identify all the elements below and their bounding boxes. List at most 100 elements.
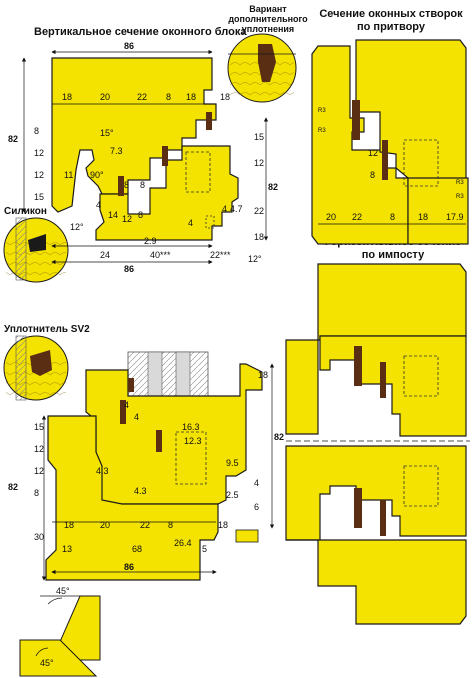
mullion-lower-sash xyxy=(286,539,467,625)
dim-bot-22: 22 xyxy=(140,520,150,530)
sash-meeting-section xyxy=(311,39,469,245)
variant-line-3: уплотнения xyxy=(241,24,295,34)
dim-bot-h18: 18 xyxy=(258,370,268,380)
dim-bot-68: 68 xyxy=(132,544,142,554)
dim-bot-20: 20 xyxy=(100,520,110,530)
dimension-lines xyxy=(21,49,466,581)
hardware-groove-top xyxy=(185,151,211,193)
dim-top-15b: 15 xyxy=(254,132,264,142)
dim-angle-45a: 45° xyxy=(56,586,70,596)
bottom-dimension-labels: 18 4 4 16.3 12.3 15 12 12 8 82 4.3 4.3 9… xyxy=(8,370,284,572)
dim-top-a15: 15° xyxy=(100,128,114,138)
angle-detail xyxy=(19,595,101,677)
dim-angle-45b: 45° xyxy=(40,658,54,668)
dim-bot-h30: 30 xyxy=(34,532,44,542)
dim-bot-h12a: 12 xyxy=(34,444,44,454)
dim-top-86b: 86 xyxy=(124,264,134,274)
horizontal-title-line-2: по импосту xyxy=(361,249,425,261)
dim-bot-18a: 18 xyxy=(64,520,74,530)
dim-bot-5: 5 xyxy=(202,544,207,554)
dim-bot-4a: 4 xyxy=(124,400,129,410)
dim-top-82b: 82 xyxy=(268,182,278,192)
dim-top-8: 8 xyxy=(166,92,171,102)
dim-top-h15: 15 xyxy=(34,192,44,202)
dim-bot-163: 16.3 xyxy=(182,422,200,432)
dim-bot-43a: 4.3 xyxy=(96,466,109,476)
dim-top-a12a: 12° xyxy=(70,222,84,232)
sash-right-lower xyxy=(407,177,469,245)
dim-top-12d: 12 xyxy=(254,158,264,168)
seal-top-1 xyxy=(162,146,168,166)
dim-top-20: 20 xyxy=(100,92,110,102)
dim-top-14: 14 xyxy=(108,210,118,220)
dim-top-86: 86 xyxy=(124,41,134,51)
lower-frame-profile xyxy=(95,145,239,241)
dim-bot-h12b: 12 xyxy=(34,466,44,476)
hardware-groove-small xyxy=(205,215,215,229)
dim-top-47: 4.7 xyxy=(230,204,243,214)
mullion-top-profile xyxy=(319,335,467,437)
dim-top-8b: 8 xyxy=(140,180,145,190)
dim-top-h12b: 12 xyxy=(34,170,44,180)
dim-sash-h8: 8 xyxy=(370,170,375,180)
dim-bot-h82: 82 xyxy=(8,482,18,492)
dim-sash-r3b: R3 xyxy=(318,128,326,134)
dim-top-h11: 11 xyxy=(64,170,73,180)
dim-bot-86: 86 xyxy=(124,562,134,572)
glass-unit xyxy=(127,351,209,397)
dim-sash-20: 20 xyxy=(326,212,336,222)
bottom-frame-profile xyxy=(45,415,219,581)
top-frame-section xyxy=(51,57,239,241)
sash-hardware-groove xyxy=(403,139,439,187)
dim-top-24: 24 xyxy=(100,250,110,260)
dim-top-18v: 18 xyxy=(254,232,264,242)
dim-sash-22: 22 xyxy=(352,212,362,222)
dim-top-a12b: 12° xyxy=(248,254,262,264)
seal-top-2 xyxy=(118,176,124,196)
top-dimension-labels: 86 18 20 22 8 18 18 82 8 12 12 15 11 15°… xyxy=(8,41,278,274)
sash-title-line-2: по притвору xyxy=(357,21,425,33)
dim-bot-264: 26.4 xyxy=(174,538,192,548)
angle-labels: 45° 45° xyxy=(40,586,70,668)
sash-title-line-1: Сечение оконных створок xyxy=(319,8,463,20)
dim-bot-8: 8 xyxy=(168,520,173,530)
dim-top-82: 82 xyxy=(8,134,18,144)
dim-bot-h8: 8 xyxy=(34,488,39,498)
dim-sash-h12: 12 xyxy=(368,148,378,158)
dim-top-4c: 4 xyxy=(222,204,227,214)
dim-top-8a: 8 xyxy=(124,180,129,190)
mullion-bottom-profile xyxy=(285,445,467,541)
dim-top-22v: 22 xyxy=(254,206,264,216)
seal-bottom-3 xyxy=(128,378,134,392)
dim-bot-13: 13 xyxy=(62,544,72,554)
variant-line-1: Вариант xyxy=(249,4,287,14)
dim-bot-h4: 4 xyxy=(254,478,259,488)
dim-sash-8: 8 xyxy=(390,212,395,222)
dim-sash-179: 17.9 xyxy=(446,212,464,222)
dim-sash-r3d: R3 xyxy=(456,194,464,200)
dim-bot-h15: 15 xyxy=(34,422,44,432)
dim-top-12c: 12 xyxy=(122,214,132,224)
dim-top-4b: 4 xyxy=(188,218,193,228)
dim-top-40: 40*** xyxy=(150,250,171,260)
dim-top-h8: 8 xyxy=(34,126,39,136)
seal-sv2-label: Уплотнитель SV2 xyxy=(4,324,90,335)
dim-top-4a: 4 xyxy=(96,200,101,210)
variant-seal-title: Вариант дополнительного уплотнения xyxy=(226,4,310,34)
dim-bot-h82v: 82 xyxy=(274,432,284,442)
seal-sv2-detail xyxy=(3,335,69,401)
dim-bot-43b: 4.3 xyxy=(134,486,147,496)
dim-top-h12a: 12 xyxy=(34,148,44,158)
hardware-groove-bottom xyxy=(175,431,207,485)
sash-section-title: Сечение оконных створок по притвору xyxy=(316,8,466,34)
dim-top-73: 7.3 xyxy=(110,146,123,156)
dim-bot-95: 9.5 xyxy=(226,458,239,468)
seal-bottom-1 xyxy=(120,400,126,424)
sash-dimension-labels: 12 8 20 22 8 18 17.9 R3 R3 R3 R3 xyxy=(318,108,464,222)
silicone-detail xyxy=(3,217,69,283)
seal-top-3 xyxy=(206,112,212,130)
vertical-section-title: Вертикальное сечение оконного блока xyxy=(34,26,247,38)
dim-top-22: 22 xyxy=(137,92,147,102)
horizontal-mullion-section xyxy=(285,263,470,625)
